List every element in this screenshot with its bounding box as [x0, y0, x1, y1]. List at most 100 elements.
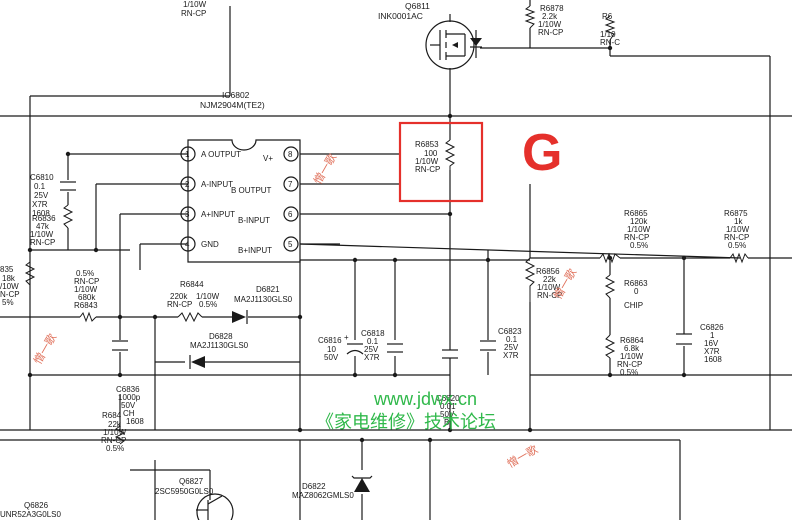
r6875-type: RN-CP [724, 233, 749, 242]
r6865-type: RN-CP [624, 233, 649, 242]
marker-letter-g: G [522, 124, 562, 182]
transistor-q6811: Q6811 INK0001AC [378, 1, 482, 70]
c6816-value: 10 [327, 345, 336, 354]
c6820-ref: C6820 [436, 394, 460, 403]
capacitor-left-mid [112, 340, 128, 351]
pin-1-num: 1 [185, 150, 190, 159]
r6845-tol: 0.5% [106, 444, 124, 453]
ic-6802: IC6802 NJM2904M(TE2) 1 A OUTPUT 2 A-INPU… [180, 90, 301, 263]
transistor-q6826: Q6826 UNR52A3G0LS0 [0, 501, 61, 519]
capacitor-c6820: C6820 0.01 50V B [436, 349, 460, 427]
r6835-tol: 5% [2, 298, 14, 307]
r6856-value: 22k [543, 275, 557, 284]
pin-7-name: B OUTPUT [231, 186, 272, 195]
c6810-ref: C6810 [30, 173, 54, 182]
r6863-ref: R6863 [624, 279, 648, 288]
r6877-ref: R6 [602, 12, 613, 21]
r6878-ref: R6878 [540, 4, 564, 13]
ic-ref: IC6802 [222, 90, 250, 100]
capacitor-c6823: C6823 0.1 25V X7R [480, 327, 522, 360]
r6864-tol: 0.5% [620, 368, 638, 377]
q6826-ref: Q6826 [24, 501, 49, 510]
r6836-type: RN-CP [30, 238, 55, 247]
resistor-r6836: R6836 47k 1/10W RN-CP [30, 204, 74, 247]
r6864-value: 6.8k [624, 344, 640, 353]
c6823-value: 0.1 [506, 335, 518, 344]
c6818-value: 0.1 [367, 337, 379, 346]
c6818-ref: C6818 [361, 329, 385, 338]
d6822-part: MAZ8062GMLS0 [292, 491, 354, 500]
r6845-value: 22k [108, 420, 122, 429]
c6836-ref: C6836 [116, 385, 140, 394]
r6875-tol: 0.5% [728, 241, 746, 250]
r6845-ref: R684 [102, 411, 122, 420]
r6844-ref: R6844 [180, 280, 204, 289]
c6826-dielectric: X7R [704, 347, 720, 356]
pin-5-num: 5 [288, 240, 293, 249]
pin-7-num: 7 [288, 180, 293, 189]
ic-part: NJM2904M(TE2) [200, 100, 265, 110]
r6853-value: 100 [424, 149, 438, 158]
r6864-power: 1/10W [620, 352, 644, 361]
r6843-tol: 0.5% [76, 269, 94, 278]
r6877-type: RN-C [600, 38, 620, 47]
c6836-value: 1000p [118, 393, 141, 402]
r6856-power: 1/10W [537, 283, 561, 292]
r6864-ref: R6864 [620, 336, 644, 345]
pin-1-name: A OUTPUT [201, 150, 241, 159]
r6836-ref: R6836 [32, 214, 56, 223]
pin-2-name: A-INPUT [201, 180, 233, 189]
resistor-r6853: R6853 100 1/10W RN-CP [398, 121, 484, 203]
capacitor-c6816: + C6816 10 50V [318, 333, 364, 362]
r6863-value: 0 [634, 287, 639, 296]
diode-d6822: D6822 MAZ8062GMLS0 [292, 475, 373, 500]
highlight-box [398, 121, 484, 203]
c6836-voltage: 50V [121, 401, 136, 410]
pin-5-name: B+INPUT [238, 246, 272, 255]
r6843-value: 680k [78, 293, 96, 302]
pin-4-name: GND [201, 240, 219, 249]
pin-3-name: A+INPUT [201, 210, 235, 219]
resistor-top-left: 1/10W RN-CP [181, 0, 207, 18]
resistor-r6863: R6863 0 CHIP [604, 274, 648, 310]
r6845-power: 1/10W [103, 428, 127, 437]
c6836-size: 1608 [126, 417, 144, 426]
d6828-ref: D6828 [209, 332, 233, 341]
watermark-url: www.jdwx.cn [373, 389, 477, 409]
d6821-part: MA2J1130GLS0 [234, 295, 293, 304]
pin-6-name: B-INPUT [238, 216, 270, 225]
c6820-value: 0.01 [440, 402, 456, 411]
stamp-3: 憎一歌 [505, 442, 541, 471]
r6843-power: 1/10W [74, 285, 98, 294]
r6865-ref: R6865 [624, 209, 648, 218]
resistor-r6877: R6 1/10 RN-C [600, 12, 620, 47]
c6810-dielectric: X7R [32, 200, 48, 209]
c6826-size: 1608 [704, 355, 722, 364]
pin-2-num: 2 [185, 180, 190, 189]
resistor-r6865: R6865 120k 1/10W RN-CP 0.5% [599, 209, 651, 264]
r6865-tol: 0.5% [630, 241, 648, 250]
r6845-type: RN-CP [101, 436, 126, 445]
q6811-ref: Q6811 [405, 1, 430, 11]
diode-d6821: D6821 MA2J1130GLS0 [232, 285, 293, 324]
r6835-power: /10W [0, 282, 19, 291]
r6843-ref: R6843 [74, 301, 98, 310]
pin-8-name: V+ [263, 154, 273, 163]
d6821-ref: D6821 [256, 285, 280, 294]
resistor-r6878: R6878 2.2k 1/10W RN-CP [524, 4, 564, 37]
r6844-power: 1/10W [196, 292, 220, 301]
r6835-type: N-CP [0, 290, 20, 299]
r6878-value: 2.2k [542, 12, 558, 21]
r6875-power: 1/10W [726, 225, 750, 234]
c6826-value: 1 [710, 331, 715, 340]
stamp-2: 憎一歌 [30, 331, 59, 367]
capacitor-c6836: C6836 1000p 50V CH 1608 [116, 385, 144, 426]
r6844-type: RN-CP [167, 300, 192, 309]
r6853-type: RN-CP [415, 165, 440, 174]
rtl-type: RN-CP [181, 9, 206, 18]
rtl-power: 1/10W [183, 0, 207, 9]
capacitor-c6826: C6826 1 16V X7R 1608 [676, 323, 724, 364]
r6853-power: 1/10W [415, 157, 439, 166]
q6811-part: INK0001AC [378, 11, 423, 21]
